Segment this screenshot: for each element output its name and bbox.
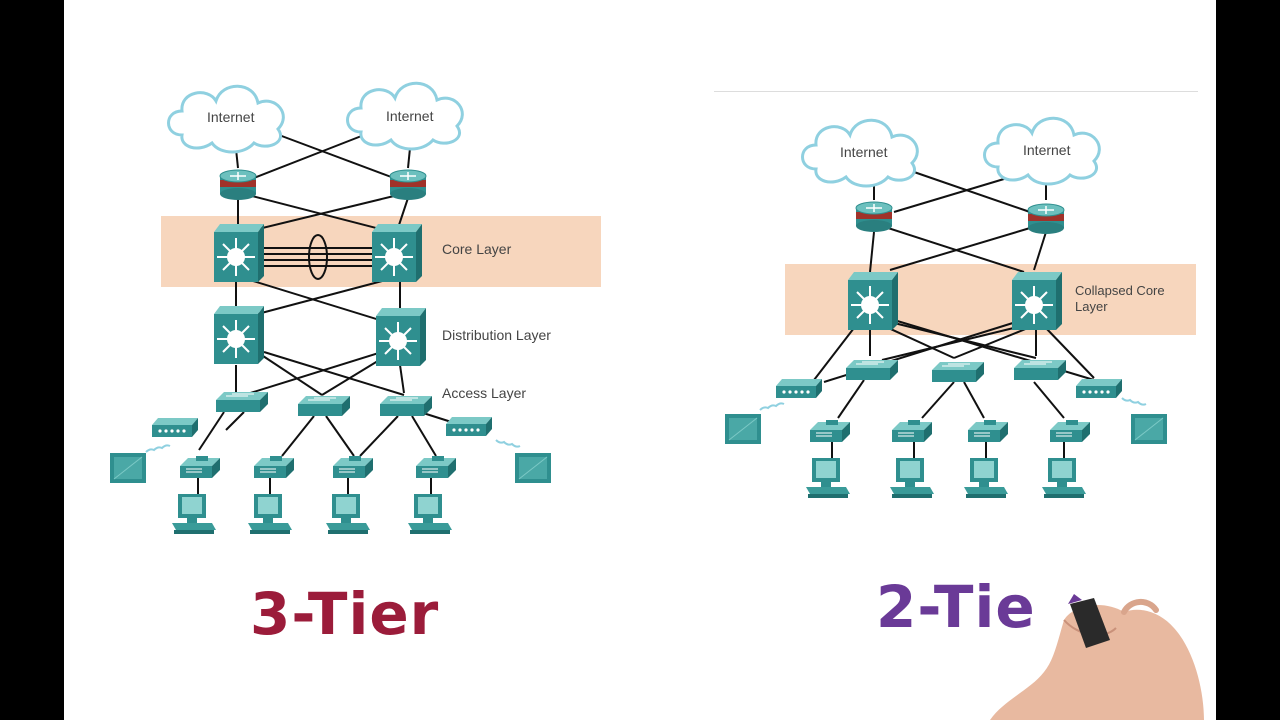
- ip-phone: [253, 455, 295, 479]
- pc: [326, 494, 370, 534]
- access-layer-label: Access Layer: [442, 385, 527, 401]
- three-tier-links: [197, 127, 465, 494]
- access-switch: [845, 359, 899, 381]
- collapsed-core-switch: [1011, 271, 1063, 331]
- pc: [890, 458, 934, 498]
- wireless-link: [759, 402, 785, 411]
- ip-phone: [967, 419, 1009, 443]
- pc: [1042, 458, 1086, 498]
- pc: [806, 458, 850, 498]
- ip-phone: [332, 455, 374, 479]
- collapsed-core-label-line1: Collapsed Core: [1075, 283, 1165, 298]
- core-layer-label: Core Layer: [442, 241, 512, 257]
- access-point: [1076, 379, 1122, 398]
- router: [389, 169, 427, 201]
- router: [1027, 203, 1065, 235]
- wireless-link: [145, 444, 171, 453]
- three-tier-caption: 3-Tier: [250, 580, 440, 648]
- distribution-switch: [375, 307, 427, 367]
- ip-phone: [891, 419, 933, 443]
- tablet: [1130, 413, 1168, 445]
- internet-label: Internet: [386, 108, 434, 124]
- internet-label: Internet: [1023, 142, 1071, 158]
- internet-label: Internet: [840, 144, 888, 160]
- internet-label: Internet: [207, 109, 255, 125]
- wireless-link: [1121, 397, 1147, 406]
- tablet: [109, 452, 147, 484]
- top-divider-line: [714, 91, 1198, 92]
- collapsed-core-label-line2: Layer: [1075, 299, 1108, 314]
- hand-with-marker: [990, 594, 1204, 720]
- ip-phone: [1049, 419, 1091, 443]
- tablet: [724, 413, 762, 445]
- pc: [408, 494, 452, 534]
- core-switch: [213, 223, 265, 283]
- tablet: [514, 452, 552, 484]
- router: [855, 201, 893, 233]
- access-switch: [297, 395, 351, 417]
- network-diagrams: [109, 81, 1204, 720]
- collapsed-core-switch: [847, 271, 899, 331]
- pc: [248, 494, 292, 534]
- distribution-switch: [213, 305, 265, 365]
- pc: [172, 494, 216, 534]
- access-point: [776, 379, 822, 398]
- whiteboard-canvas: Internet Internet Core Layer Distributio…: [64, 0, 1216, 720]
- access-point: [152, 418, 198, 437]
- access-point: [446, 417, 492, 436]
- access-switch: [1013, 359, 1067, 381]
- distribution-layer-label: Distribution Layer: [442, 327, 551, 343]
- access-switch: [215, 391, 269, 413]
- ip-phone: [179, 455, 221, 479]
- access-switch: [379, 395, 433, 417]
- collapsed-core-label: Collapsed Core Layer: [1075, 283, 1165, 315]
- router: [219, 169, 257, 201]
- ip-phone: [809, 419, 851, 443]
- core-switch: [371, 223, 423, 283]
- ip-phone: [415, 455, 457, 479]
- access-switch: [931, 361, 985, 383]
- wireless-link: [495, 439, 521, 448]
- pc: [964, 458, 1008, 498]
- two-tier-caption: 2-Tie: [876, 573, 1036, 641]
